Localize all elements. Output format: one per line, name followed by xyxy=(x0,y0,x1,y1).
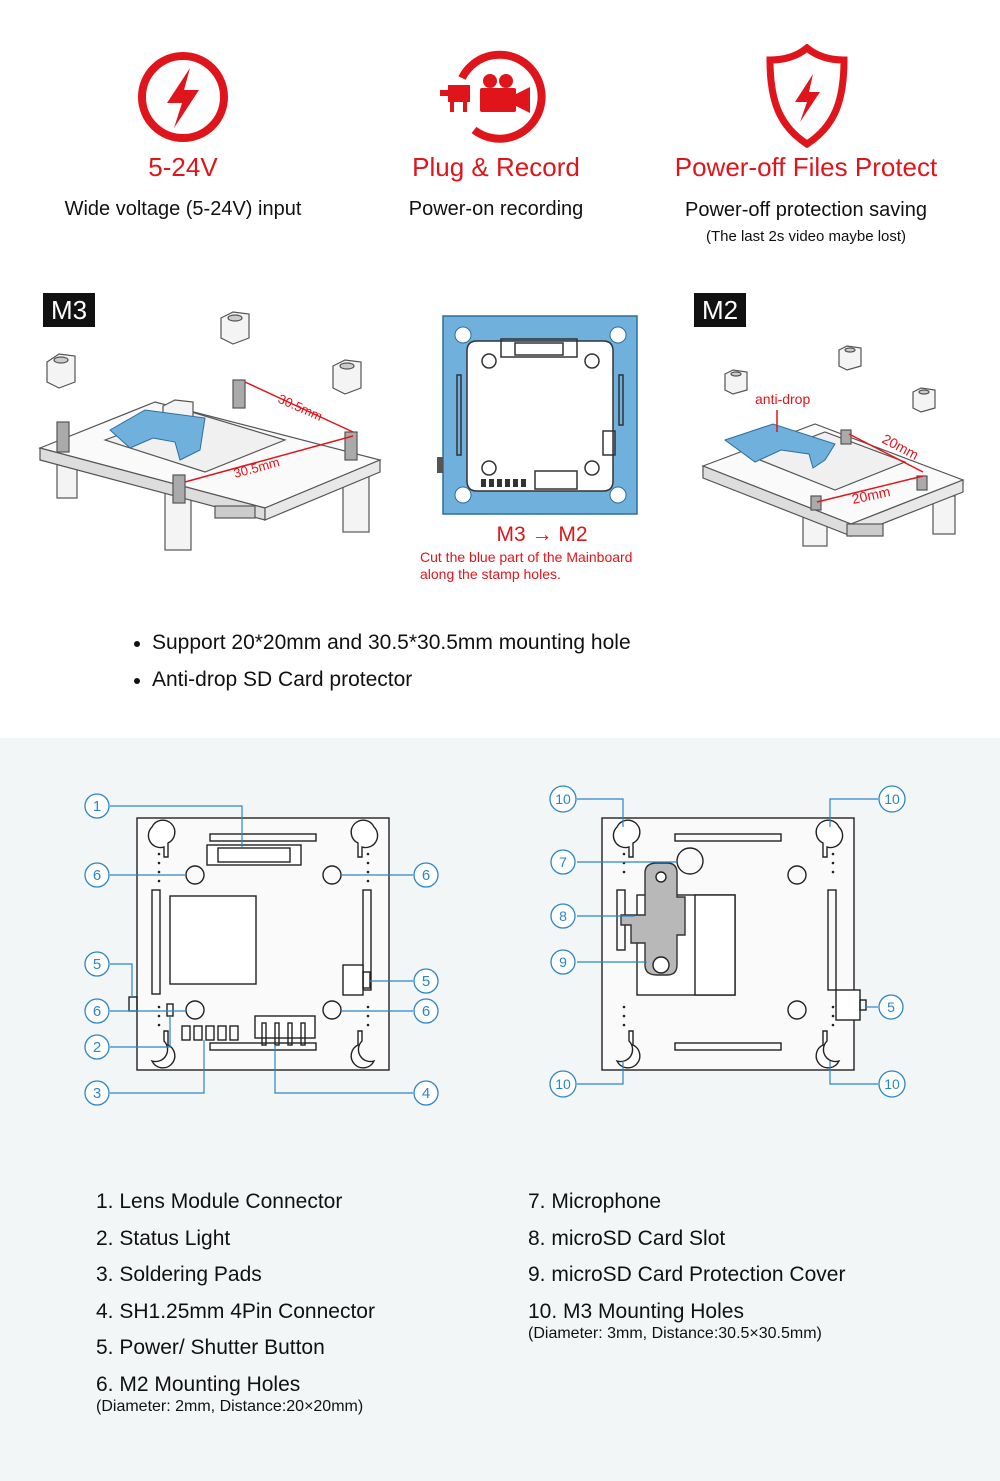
parts-list-left: 1. Lens Module Connector 2. Status Light… xyxy=(96,1187,375,1420)
callout-back-7: 7 xyxy=(559,854,567,870)
part-item: 7. Microphone xyxy=(528,1190,662,1213)
board-back-diagram: 10 10 7 8 9 5 10 10 xyxy=(549,785,906,1098)
m3-mount-drawing: 30.5mm 30.5mm xyxy=(38,311,382,551)
feature-title-protect: Power-off Files Protect xyxy=(674,152,938,182)
m3-to-m2-board xyxy=(437,315,638,515)
part-item: 10. M3 Mounting Holes xyxy=(528,1299,744,1323)
m2-mount-drawing: anti-drop 20mm 20mm xyxy=(701,345,965,547)
feature-subtitle-protect: Power-off protection saving xyxy=(685,199,927,221)
m2-tag: M2 xyxy=(694,293,747,327)
callout-front-3: 3 xyxy=(93,1085,101,1102)
parts-list-right: 7. Microphone 8. microSD Card Slot 9. mi… xyxy=(528,1187,845,1347)
board-front-diagram: 1 6 6 5 5 6 6 2 3 4 xyxy=(84,793,439,1106)
feature-note-protect: (The last 2s video maybe lost) xyxy=(705,228,907,245)
callout-front-6b: 6 xyxy=(422,867,430,884)
part-item: 5. Power/ Shutter Button xyxy=(96,1336,325,1359)
callout-back-10b: 10 xyxy=(884,791,900,807)
anti-drop-label: anti-drop xyxy=(755,391,810,407)
part-note-m3: (Diameter: 3mm, Distance:30.5×30.5mm) xyxy=(528,1325,822,1342)
part-item: 2. Status Light xyxy=(96,1226,231,1250)
convert-note-line-1: Cut the blue part of the Mainboard xyxy=(420,549,633,565)
bullet-item: Anti-drop SD Card protector xyxy=(130,665,631,702)
callout-front-6c: 6 xyxy=(93,1003,101,1020)
feature-subtitle-voltage: Wide voltage (5-24V) input xyxy=(64,198,302,220)
feature-title-voltage: 5-24V xyxy=(148,152,218,182)
m3-dim-a: 30.5mm xyxy=(276,391,325,424)
part-item: 3. Soldering Pads xyxy=(96,1263,262,1286)
part-item: 6. M2 Mounting Holes xyxy=(96,1372,301,1396)
callout-back-10d: 10 xyxy=(884,1076,900,1092)
callout-front-5a: 5 xyxy=(93,956,101,973)
callout-front-2: 2 xyxy=(93,1039,101,1056)
convert-note-line-2: along the stamp holes. xyxy=(420,566,561,582)
callout-front-5b: 5 xyxy=(422,973,430,990)
part-item: 4. SH1.25mm 4Pin Connector xyxy=(96,1299,375,1323)
callout-front-1: 1 xyxy=(93,798,101,815)
part-item: 9. microSD Card Protection Cover xyxy=(528,1263,846,1286)
plug-camera-icon xyxy=(440,50,546,143)
feature-subtitle-plug: Power-on recording xyxy=(408,198,584,220)
callout-front-4: 4 xyxy=(422,1085,430,1102)
callout-back-10a: 10 xyxy=(555,791,571,807)
convert-note: Cut the blue part of the Mainboard along… xyxy=(420,549,632,583)
feature-bullets: Support 20*20mm and 30.5*30.5mm mounting… xyxy=(130,628,631,702)
callout-front-6a: 6 xyxy=(93,867,101,884)
part-item: 1. Lens Module Connector xyxy=(96,1190,343,1213)
feature-title-plug: Plug & Record xyxy=(412,152,580,182)
callout-back-10c: 10 xyxy=(555,1076,571,1092)
callout-back-9: 9 xyxy=(559,954,567,970)
part-note-m2: (Diameter: 2mm, Distance:20×20mm) xyxy=(96,1398,364,1415)
callout-back-8: 8 xyxy=(559,908,567,924)
convert-title: M3 → M2 xyxy=(496,523,588,546)
callout-front-6d: 6 xyxy=(422,1003,430,1020)
shield-lightning-icon xyxy=(766,44,848,148)
bullet-item: Support 20*20mm and 30.5*30.5mm mounting… xyxy=(130,628,631,665)
lightning-icon xyxy=(138,52,228,142)
m3-tag: M3 xyxy=(43,293,96,327)
m2-dim-b: 20mm xyxy=(850,483,891,507)
part-item: 8. microSD Card Slot xyxy=(528,1226,726,1250)
callout-back-5: 5 xyxy=(887,999,895,1015)
